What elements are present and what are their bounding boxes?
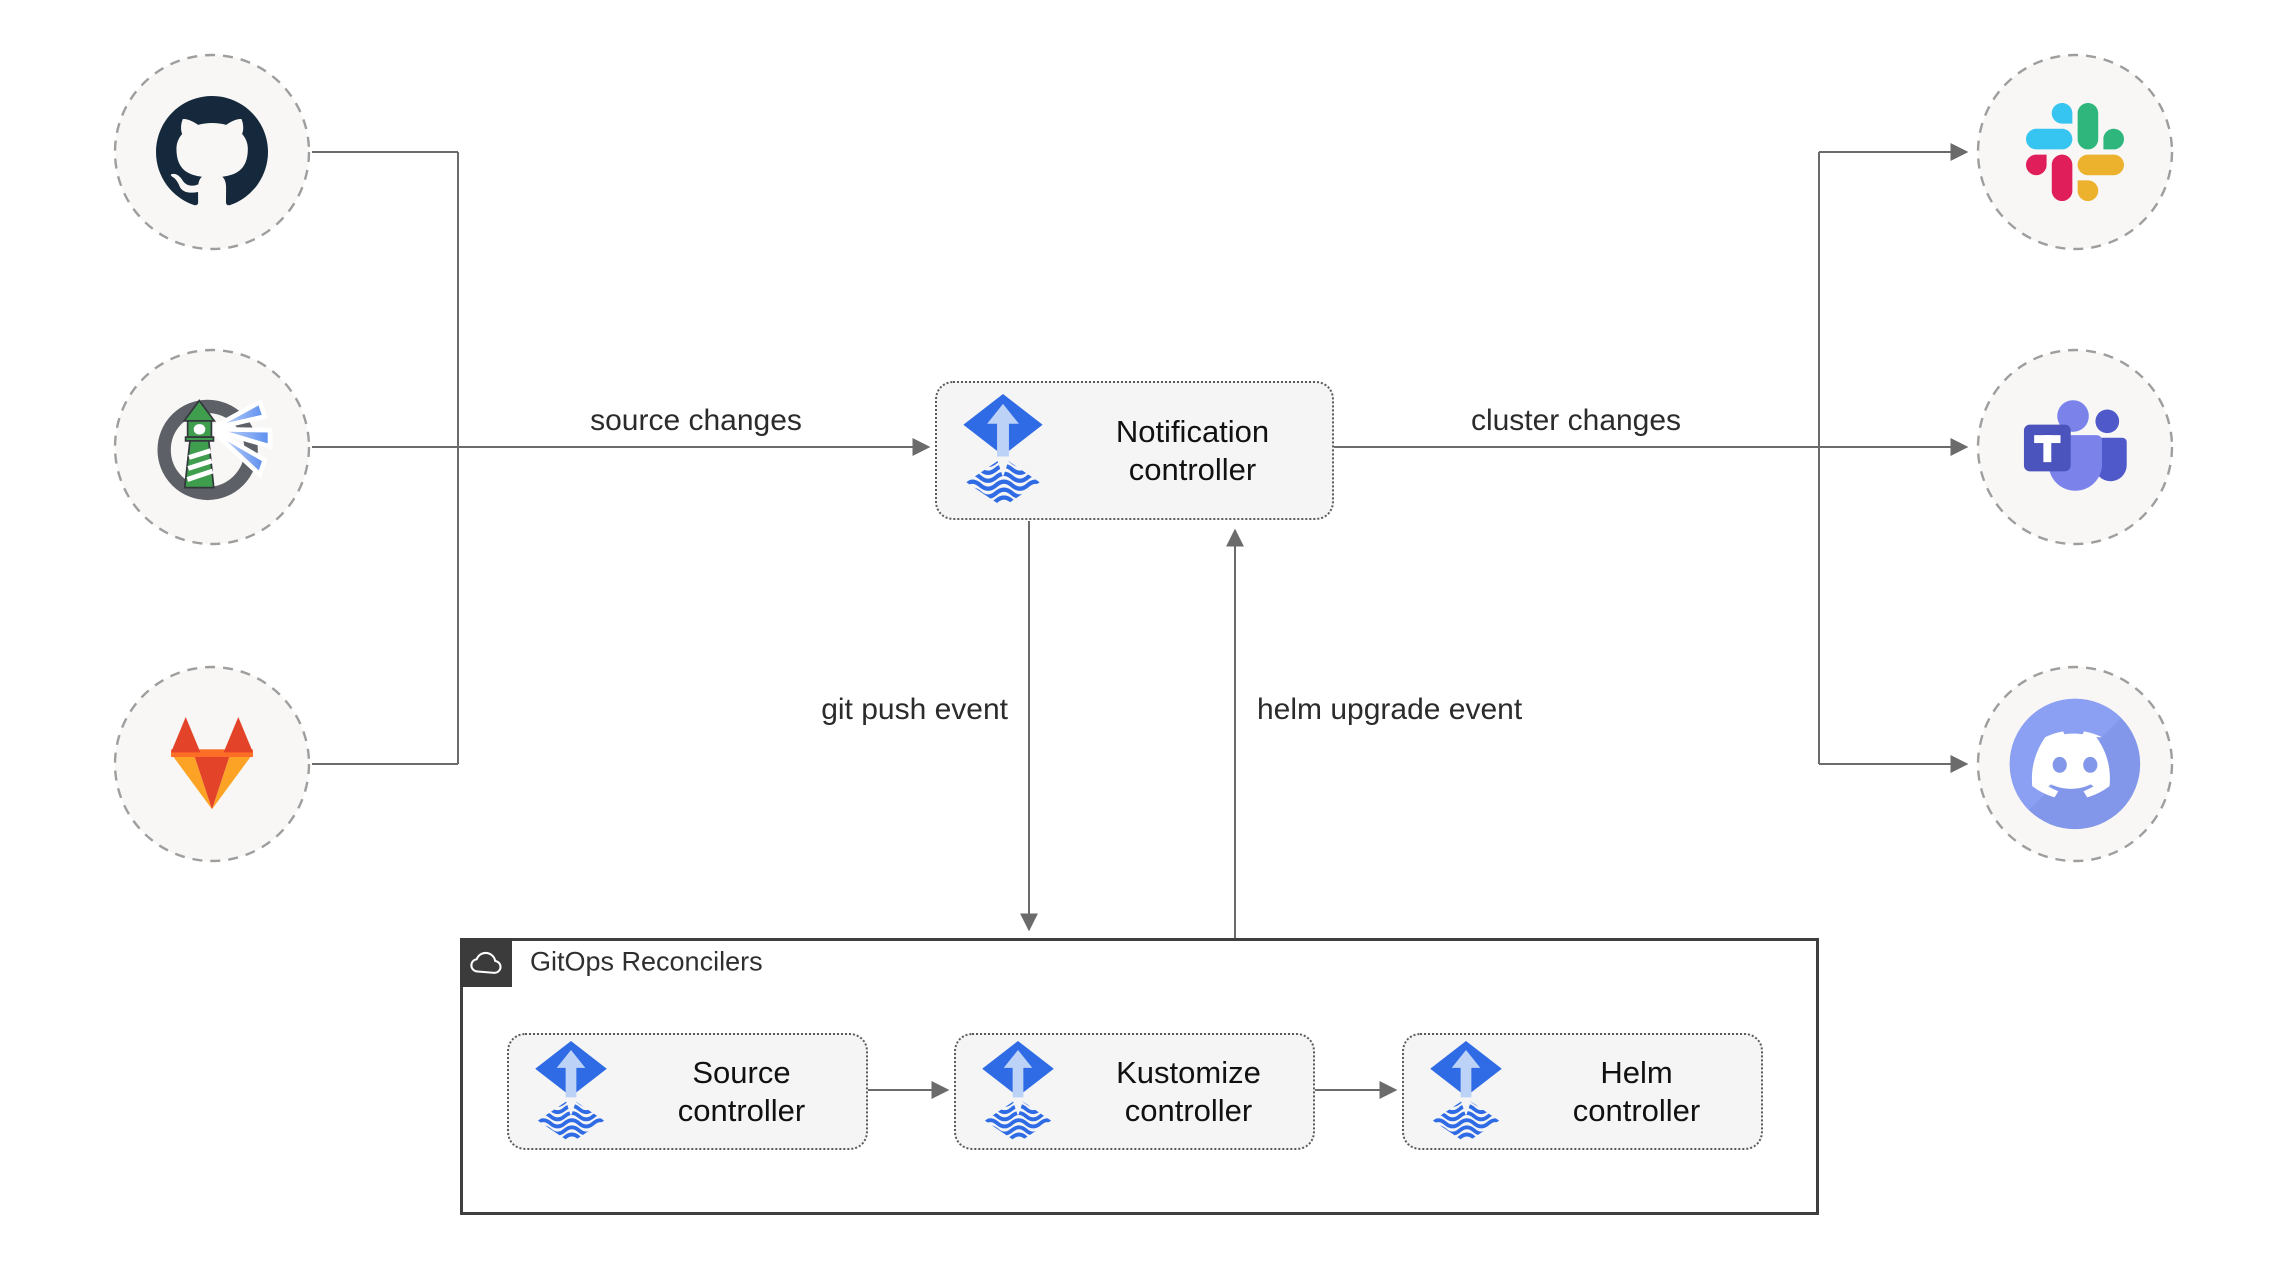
teams-icon [2023, 400, 2127, 491]
source-controller-box: Source controller [507, 1033, 868, 1150]
helm-controller-label: Helm controller [1572, 1054, 1701, 1128]
edge-label-source-changes: source changes [590, 404, 802, 437]
flux-icon [1430, 1041, 1502, 1143]
edge-label-git-push-event: git push event [821, 693, 1008, 726]
kustomize-controller-label: Kustomize controller [1116, 1054, 1261, 1128]
gitops-reconcilers-container [460, 938, 1819, 1215]
node-github [112, 52, 312, 252]
node-teams [1975, 347, 2175, 547]
notification-controller-box: Notification controller [935, 381, 1334, 520]
node-gitlab [112, 664, 312, 864]
node-slack [1975, 52, 2175, 252]
slack-icon [2026, 103, 2124, 201]
node-discord [1975, 664, 2175, 864]
notification-controller-label: Notification controller [1115, 413, 1270, 487]
gitops-badge [460, 938, 512, 987]
source-controller-label: Source controller [677, 1054, 806, 1128]
discord-icon [2009, 698, 2141, 830]
edge-label-helm-upgrade-event: helm upgrade event [1257, 693, 1523, 726]
helm-controller-box: Helm controller [1402, 1033, 1763, 1150]
node-harbor [112, 347, 312, 547]
harbor-icon [157, 398, 273, 501]
edge-label-cluster-changes: cluster changes [1470, 404, 1682, 437]
github-icon [156, 96, 268, 206]
kustomize-controller-box: Kustomize controller [954, 1033, 1315, 1150]
flux-icon [982, 1041, 1054, 1143]
gitops-reconcilers-label: GitOps Reconcilers [530, 946, 763, 977]
gitlab-icon [171, 716, 253, 810]
flux-icon [535, 1041, 607, 1143]
flux-icon [963, 394, 1043, 507]
cloud-icon [470, 951, 502, 974]
